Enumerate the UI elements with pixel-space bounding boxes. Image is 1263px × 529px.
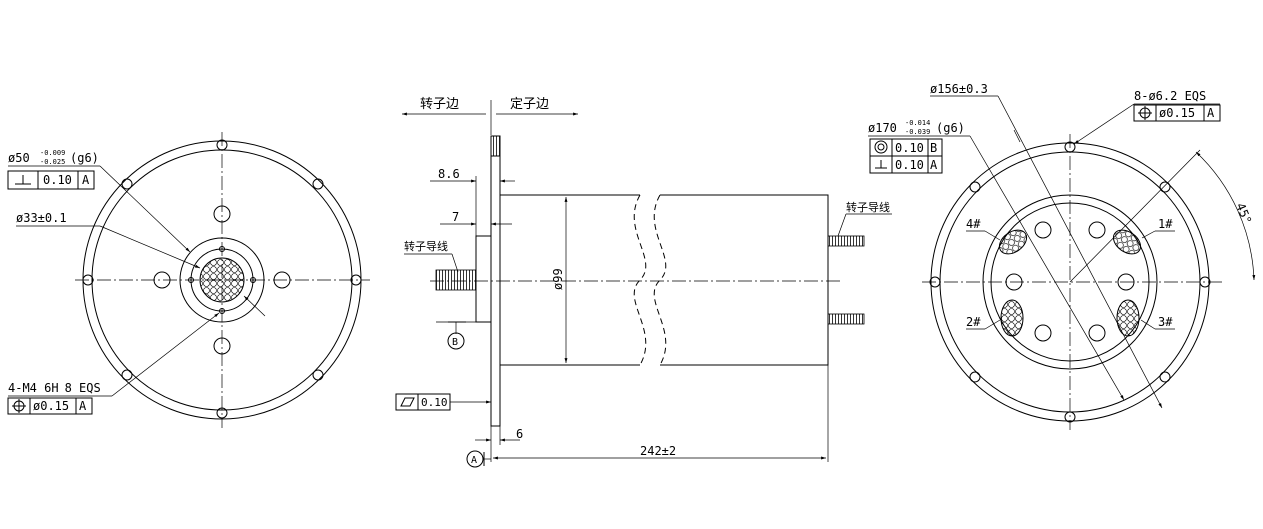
svg-text:0.10: 0.10 [43, 173, 72, 187]
left-bore-dia: ø33±0.1 [16, 211, 67, 225]
right-dia-156: ø156±0.3 [930, 82, 988, 96]
side-rotor-wires [435, 269, 477, 291]
datum-a-label: A [471, 455, 477, 466]
side-flatness-frame: 0.10 [395, 393, 491, 411]
svg-text:A: A [930, 158, 938, 172]
right-angle: 45° [1233, 201, 1254, 226]
left-wire-bundle [199, 257, 245, 303]
port-label-4: 4# [966, 217, 981, 231]
left-shaft-fit: (g6) [70, 151, 99, 165]
side-body-left [499, 194, 640, 366]
port-label-1: 1# [1158, 217, 1173, 231]
left-shaft-dia: ø50 [8, 151, 30, 165]
svg-text:0.10: 0.10 [895, 158, 924, 172]
svg-text:B: B [930, 141, 937, 155]
svg-text:0.10: 0.10 [895, 141, 924, 155]
left-pos-frame: ø0.15 A [7, 397, 93, 415]
svg-text:0.10: 0.10 [421, 396, 448, 409]
side-stator-lead-bottom [827, 313, 865, 325]
left-shaft-tol-upper: -0.009 [40, 149, 65, 157]
stator-side-label: 定子边 [510, 97, 549, 112]
left-outer-holes [82, 139, 362, 419]
svg-text:A: A [82, 173, 90, 187]
right-angle-arc [1195, 151, 1256, 281]
port-3 [1116, 299, 1140, 337]
side-stator-lead-top [827, 235, 865, 247]
right-outer-holes [929, 141, 1211, 423]
right-holes-pos-frame: ø0.15 A [1133, 104, 1221, 122]
side-dim-6: 6 [516, 427, 523, 441]
left-hub-inner [190, 248, 254, 312]
side-body-right [660, 194, 829, 366]
right-dia-170-fit: (g6) [936, 121, 965, 135]
datum-b-label: B [452, 337, 458, 348]
svg-text:A: A [79, 399, 87, 413]
svg-text:A: A [1207, 106, 1215, 120]
port-2 [1000, 299, 1024, 337]
side-break-left [633, 194, 647, 366]
port-label-2: 2# [966, 315, 981, 329]
left-mid-holes [153, 205, 291, 355]
side-flange-tab [490, 135, 501, 157]
side-rotor-hub [475, 235, 492, 323]
side-dim-7: 7 [452, 210, 459, 224]
side-length: 242±2 [640, 444, 676, 458]
right-body-holes [1005, 221, 1135, 342]
left-shaft-tol-lower: -0.025 [40, 158, 65, 166]
side-body-dia: ø99 [551, 268, 565, 290]
right-conc-frame: 0.10 B [869, 138, 943, 157]
left-thread-holes [188, 246, 256, 314]
right-dia-170-tol-lower: -0.039 [905, 128, 930, 136]
rotor-lead-label: 转子导线 [404, 239, 448, 253]
left-hub-outer [179, 237, 265, 323]
right-perp-frame: 0.10 A [869, 155, 943, 174]
rotor-side-label: 转子边 [420, 97, 459, 112]
side-dim-8-6: 8.6 [438, 167, 460, 181]
left-perp-frame: 0.10 A [7, 170, 95, 190]
port-label-3: 3# [1158, 315, 1173, 329]
port-4 [998, 229, 1028, 255]
right-holes-spec: 8-ø6.2 EQS [1134, 89, 1206, 103]
side-view: 转子边 定子边 转子导线 ø99 8.6 7 转子导线 [395, 97, 892, 468]
stator-lead-label: 转子导线 [846, 200, 890, 214]
svg-text:ø0.15: ø0.15 [1159, 106, 1195, 120]
left-end-view: ø50 -0.009 -0.025 (g6) 0.10 A ø33±0.1 4-… [7, 132, 370, 428]
port-1 [1112, 229, 1142, 255]
svg-text:ø0.15: ø0.15 [33, 399, 69, 413]
right-dia-170-tol-upper: -0.014 [905, 119, 930, 127]
side-break-right [653, 194, 667, 366]
right-end-view: 4# 1# 2# 3# ø156±0.3 8-ø6.2 EQS ø0.15 A … [868, 82, 1256, 430]
right-dia-170: ø170 [868, 121, 897, 135]
